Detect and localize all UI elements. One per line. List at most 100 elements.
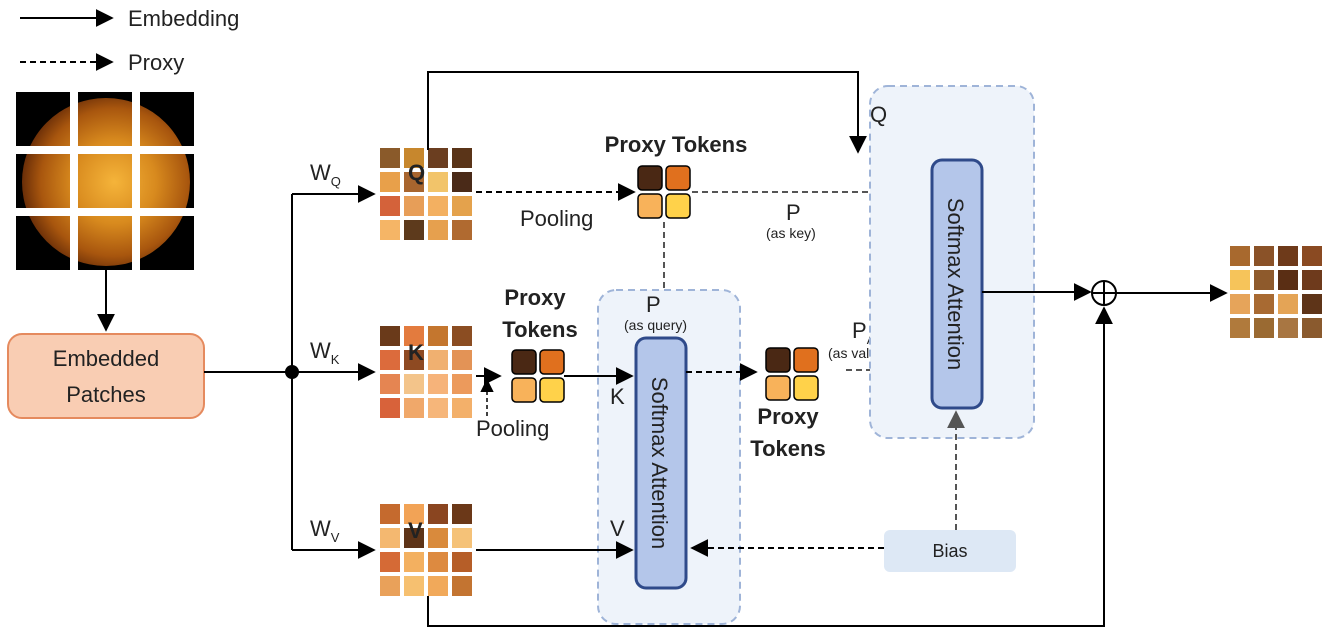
pooling-mid-label: Pooling xyxy=(476,416,549,441)
fundus-patch xyxy=(78,92,132,146)
grid-cell xyxy=(404,148,424,168)
proxy-tokens-top xyxy=(637,165,691,219)
v-input-label: V xyxy=(610,516,625,541)
embedded-patches-rect xyxy=(7,333,205,419)
fundus-patch xyxy=(16,216,70,270)
right-softmax-attention: Softmax Attention xyxy=(930,158,984,410)
grid-cell xyxy=(452,220,472,240)
sum-node xyxy=(1091,280,1117,306)
fundus-patch xyxy=(16,92,70,146)
fundus-disc xyxy=(30,106,70,146)
grid-cell xyxy=(404,552,424,572)
grid-cell xyxy=(380,172,400,192)
proxy-tokens-mid-line2: Tokens xyxy=(502,317,577,342)
q-matrix xyxy=(380,148,472,240)
grid-cell xyxy=(1302,318,1322,338)
wq-label: WQ xyxy=(310,160,341,189)
grid-cell xyxy=(380,576,400,596)
fundus-patch xyxy=(140,216,194,270)
bias-label: Bias xyxy=(932,541,967,561)
grid-cell xyxy=(404,172,424,192)
output-matrix xyxy=(1230,246,1322,338)
grid-cell xyxy=(428,398,448,418)
grid-cell xyxy=(404,326,424,346)
proxy-tokens-bottom xyxy=(765,347,819,401)
p-key-label: P xyxy=(786,200,801,225)
grid-cell xyxy=(428,220,448,240)
fundus-disc xyxy=(78,154,132,208)
proxy-token xyxy=(637,165,663,191)
grid-cell xyxy=(1230,318,1250,338)
grid-cell xyxy=(428,528,448,548)
v-residual-line xyxy=(427,306,1113,627)
proxy-tokens-top-label: Proxy Tokens xyxy=(605,132,748,157)
grid-cell xyxy=(380,504,400,524)
grid-cell xyxy=(404,374,424,394)
grid-cell xyxy=(404,576,424,596)
grid-cell xyxy=(380,552,400,572)
fundus-disc xyxy=(140,105,182,146)
bias-rect xyxy=(884,530,1016,572)
wk-label: WK xyxy=(310,338,340,367)
proxy-token xyxy=(539,377,565,403)
embedded-patches-line2: Patches xyxy=(66,382,146,407)
grid-cell xyxy=(428,196,448,216)
grid-cell xyxy=(452,172,472,192)
grid-cell xyxy=(428,350,448,370)
grid-cell xyxy=(380,350,400,370)
v-matrix xyxy=(380,504,472,596)
p-query-label: P xyxy=(646,292,661,317)
grid-cell xyxy=(452,350,472,370)
fundus-patch xyxy=(140,92,194,146)
grid-cell xyxy=(428,552,448,572)
proxy-token xyxy=(637,193,663,219)
grid-cell xyxy=(380,148,400,168)
right-attention-box xyxy=(930,158,984,410)
grid-cell xyxy=(452,326,472,346)
k-matrix xyxy=(380,326,472,418)
grid-cell xyxy=(1278,318,1298,338)
k-matrix-label: K xyxy=(408,340,424,365)
proxy-token xyxy=(665,165,691,191)
proxy-token xyxy=(511,377,537,403)
grid-cell xyxy=(404,350,424,370)
fundus-patch xyxy=(140,154,194,208)
left-attention-box xyxy=(634,336,688,590)
grid-cell xyxy=(428,504,448,524)
grid-cell xyxy=(452,576,472,596)
grid-cell xyxy=(1278,294,1298,314)
wv-label: WV xyxy=(310,516,340,545)
p-key-note: (as key) xyxy=(766,225,816,241)
fundus-disc xyxy=(140,216,183,259)
fundus-patch xyxy=(16,154,70,208)
grid-cell xyxy=(1230,246,1250,266)
grid-cell xyxy=(1254,318,1274,338)
grid-cell xyxy=(1302,270,1322,290)
grid-cell xyxy=(380,326,400,346)
proxy-token xyxy=(539,349,565,375)
grid-cell xyxy=(404,528,424,548)
proxy-token xyxy=(665,193,691,219)
fundus-disc xyxy=(78,216,132,266)
p-query-note: (as query) xyxy=(624,317,687,333)
proxy-token xyxy=(765,375,791,401)
grid-cell xyxy=(1230,270,1250,290)
fundus-disc xyxy=(29,216,70,258)
fundus-patch xyxy=(78,154,132,208)
legend: Embedding Proxy xyxy=(20,6,239,75)
fundus-disc xyxy=(78,98,132,146)
grid-cell xyxy=(1302,246,1322,266)
right-attention-label: Softmax Attention xyxy=(943,198,968,370)
proxy-token xyxy=(793,375,819,401)
weight-labels: WQ WK WV xyxy=(310,160,341,545)
grid-cell xyxy=(452,398,472,418)
grid-cell xyxy=(428,326,448,346)
grid-cell xyxy=(404,504,424,524)
projection-branches xyxy=(204,185,376,559)
proxy-tokens-mid-line1: Proxy xyxy=(504,285,566,310)
grid-cell xyxy=(404,398,424,418)
fundus-patch xyxy=(78,216,132,270)
grid-cell xyxy=(1254,294,1274,314)
grid-cell xyxy=(1254,270,1274,290)
grid-cell xyxy=(452,196,472,216)
